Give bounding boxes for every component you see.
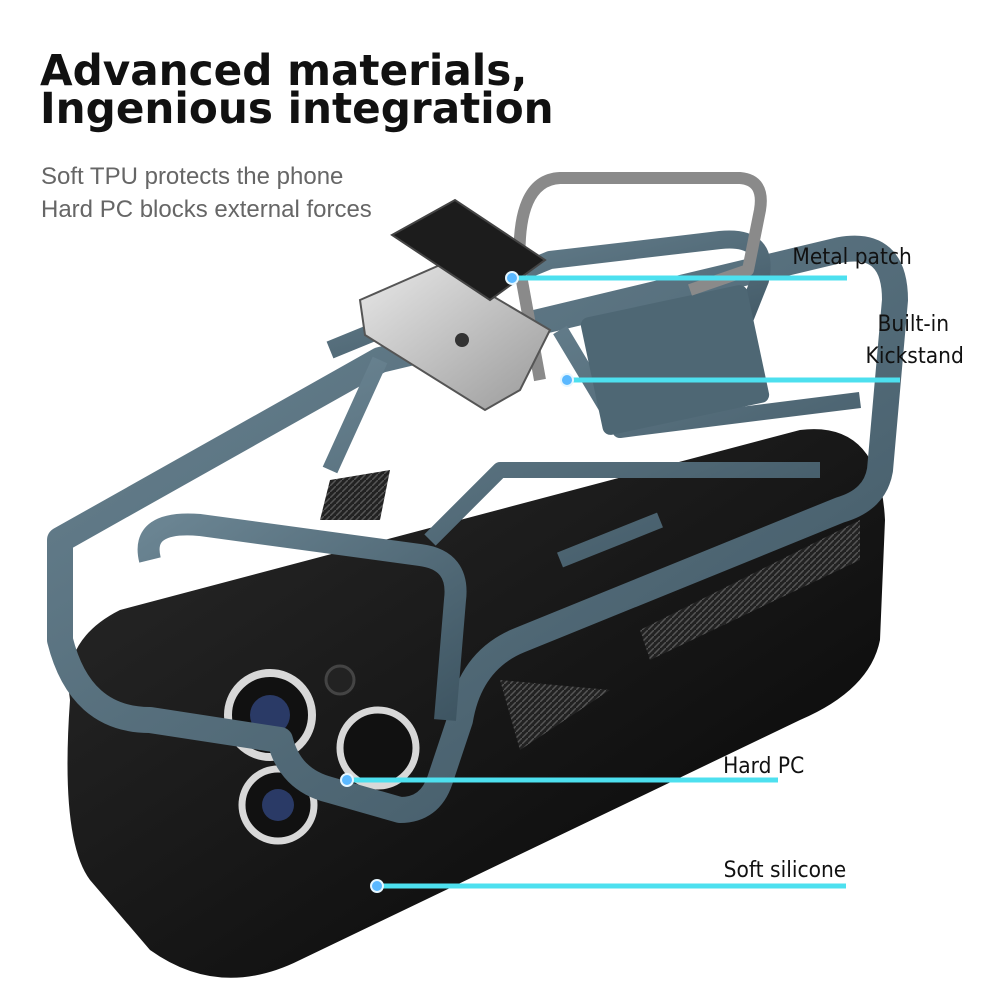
callout-metal-patch: Metal patch — [792, 245, 912, 270]
headline-line2: Ingenious integration — [40, 84, 554, 134]
callout-lines — [347, 275, 900, 889]
callout-dots — [340, 271, 574, 893]
callout-kickstand-line2: Kickstand — [865, 344, 964, 369]
callout-hard-pc: Hard PC — [722, 754, 804, 779]
callout-kickstand-line1: Built-in — [877, 312, 950, 337]
kickstand-plate — [580, 285, 770, 435]
headline: Advanced materials, Ingenious integratio… — [40, 46, 554, 134]
callout-kickstand: Built-in Kickstand — [866, 309, 964, 373]
subtitle: Soft TPU protects the phone Hard PC bloc… — [41, 160, 372, 226]
kickstand-wire — [513, 172, 767, 382]
subtitle-line2: Hard PC blocks external forces — [41, 196, 372, 223]
callout-soft-silicone: Soft silicone — [723, 858, 846, 883]
headline-line1: Advanced materials, — [40, 46, 528, 96]
subtitle-line1: Soft TPU protects the phone — [41, 163, 344, 190]
